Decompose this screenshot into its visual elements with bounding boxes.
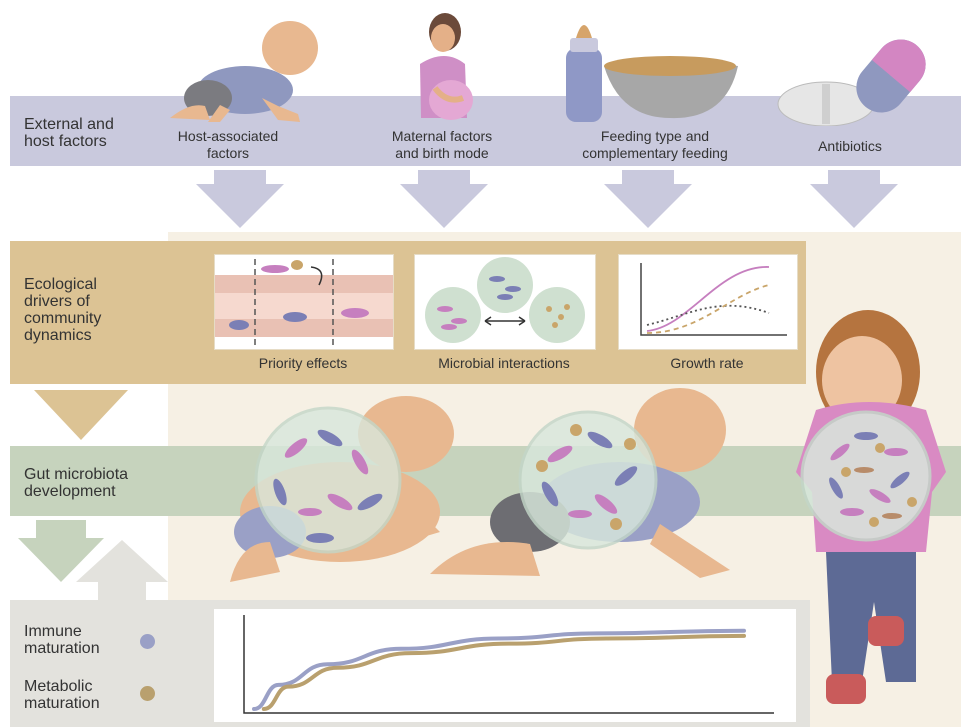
factor-label-antibiotics: Antibiotics bbox=[790, 138, 910, 155]
arrow-down-feeding bbox=[600, 170, 696, 230]
toddler-crawling-icon bbox=[430, 384, 750, 590]
microbial-interactions-caption: Microbial interactions bbox=[409, 355, 599, 371]
infant-crawling-icon bbox=[210, 392, 460, 592]
maturation-chart bbox=[214, 609, 796, 722]
pregnant-woman-icon bbox=[385, 8, 505, 126]
immune-legend-dot bbox=[140, 634, 155, 649]
microbial-interactions-panel bbox=[414, 254, 596, 350]
growth-rate-caption: Growth rate bbox=[612, 355, 802, 371]
metabolic-maturation-label: Metabolic maturation bbox=[24, 678, 100, 712]
bottle-bowl-icon bbox=[560, 12, 740, 124]
ecological-drivers-label: Ecological drivers of community dynamics bbox=[24, 276, 101, 344]
external-factors-label: External and host factors bbox=[24, 116, 114, 150]
gut-lumen-icon bbox=[215, 255, 393, 349]
arrow-down-maternal bbox=[396, 170, 492, 230]
priority-effects-caption: Priority effects bbox=[208, 355, 398, 371]
growth-curve-icon bbox=[619, 255, 797, 349]
arrow-down-host bbox=[192, 170, 288, 230]
metabolic-maturation-curve bbox=[264, 636, 744, 709]
arrow-down-antibiotics bbox=[806, 170, 902, 230]
child-walking-icon bbox=[776, 302, 961, 712]
metabolic-legend-dot bbox=[140, 686, 155, 701]
factor-label-feeding: Feeding type and complementary feeding bbox=[560, 128, 750, 162]
immune-maturation-label: Immune maturation bbox=[24, 623, 100, 657]
factor-label-host: Host-associated factors bbox=[160, 128, 296, 162]
growth-rate-panel bbox=[618, 254, 798, 350]
gut-microbiota-label: Gut microbiota development bbox=[24, 466, 128, 500]
arrow-down-ecological bbox=[34, 390, 130, 442]
pills-icon bbox=[776, 26, 926, 126]
priority-effects-panel bbox=[214, 254, 394, 350]
crawling-baby-icon bbox=[150, 10, 330, 126]
arrow-up-maturation bbox=[74, 540, 170, 602]
factor-label-maternal: Maternal factors and birth mode bbox=[374, 128, 510, 162]
microbe-community-icon bbox=[415, 255, 595, 349]
